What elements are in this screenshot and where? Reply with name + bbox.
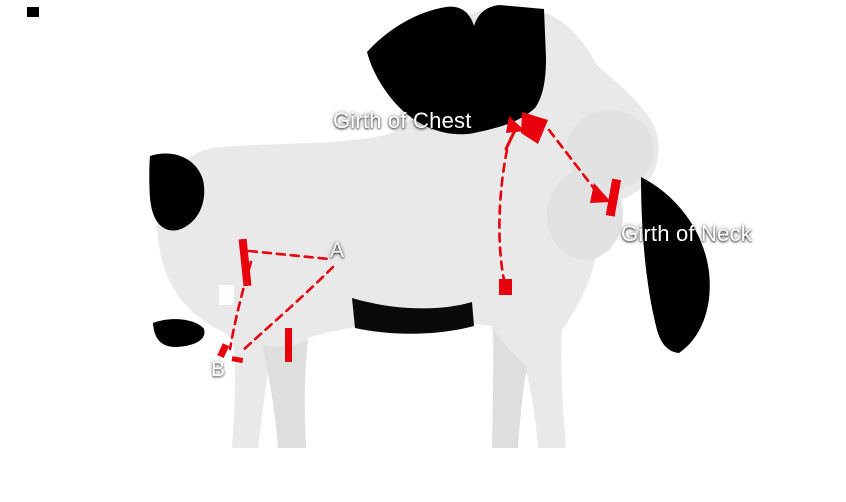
leg-measure-small-mark-1 [217, 343, 230, 359]
leg-measure-small-mark-2 [231, 356, 244, 363]
belly-shadow [352, 298, 474, 334]
leg-measure-line-diagonal [239, 265, 335, 354]
rear-leg-shading [262, 340, 308, 448]
front-leg-shading [492, 330, 527, 448]
leg-measure-line-a [247, 249, 331, 261]
dark-patch-head [367, 5, 546, 135]
chest-girth-end-marker [499, 279, 512, 295]
neck-girth-arrowhead [590, 183, 611, 203]
leg-measure-line-left [228, 260, 253, 351]
chest-girth-arrowhead [506, 116, 525, 133]
dark-patch-rump [149, 153, 205, 231]
neck-girth-dashed-line [547, 128, 601, 197]
girth-of-neck-label: Girth of Neck [621, 221, 752, 246]
neck-shading [547, 170, 623, 260]
leg-measure-start-marker [238, 238, 252, 287]
neck-girth-end-marker [605, 178, 622, 217]
neck-girth-arrowhead-block [521, 112, 548, 144]
dark-patches [27, 5, 710, 353]
muzzle-shading [566, 110, 654, 190]
point-b-label: B [211, 358, 226, 381]
chest-girth-dashed-line [498, 148, 509, 282]
measurement-annotations [217, 112, 622, 363]
dark-patch-rear-lower [153, 319, 205, 347]
point-a-label: A [330, 239, 345, 262]
girth-of-chest-label: Girth of Chest [333, 108, 472, 133]
leg-measure-shin-marker [285, 328, 292, 362]
highlight-square [219, 285, 234, 305]
dark-patch-corner [27, 7, 39, 17]
dark-patch-chest-front [641, 177, 710, 353]
